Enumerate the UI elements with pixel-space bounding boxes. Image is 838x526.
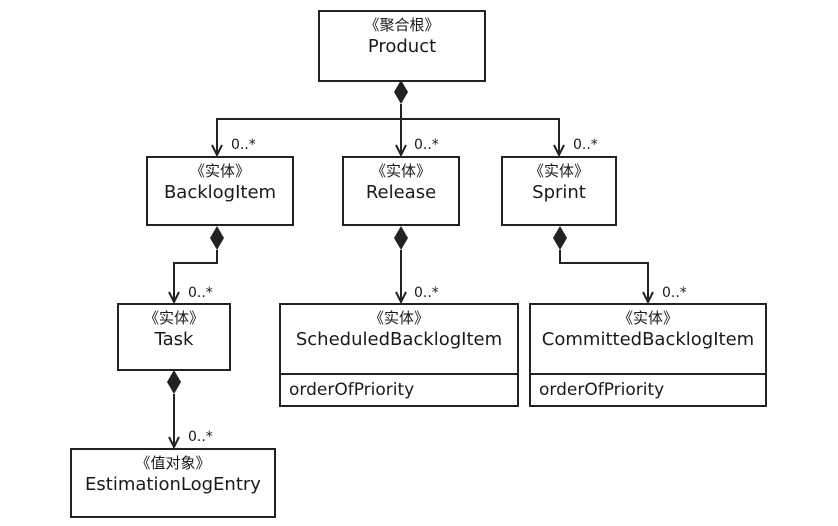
release-class: 《实体》 Release — [342, 156, 460, 226]
stereotype-label: 《实体》 — [370, 162, 431, 180]
release-scheduled-composition — [394, 226, 408, 302]
product-composition — [217, 80, 559, 155]
stereotype-label: 《值对象》 — [135, 454, 211, 472]
sprint-class: 《实体》 Sprint — [501, 156, 617, 226]
attribute-compartment: orderOfPriority — [531, 373, 765, 405]
composition-diamond — [394, 226, 408, 250]
task-class: 《实体》 Task — [117, 303, 231, 371]
stereotype-label: 《实体》 — [528, 162, 589, 180]
scheduledbacklogitem-class: 《实体》 ScheduledBacklogItem orderOfPriorit… — [279, 303, 519, 407]
attribute-order-of-priority: orderOfPriority — [289, 380, 415, 400]
attribute-compartment: orderOfPriority — [281, 373, 517, 405]
multiplicity-label: 0..* — [188, 285, 213, 301]
attribute-order-of-priority: orderOfPriority — [539, 380, 665, 400]
backlogitem-class: 《实体》 BacklogItem — [146, 156, 294, 226]
multiplicity-label: 0..* — [573, 137, 598, 153]
composition-diamond — [210, 226, 224, 250]
stereotype-label: 《实体》 — [617, 309, 678, 327]
composition-diamond — [167, 370, 181, 394]
stereotype-label: 《实体》 — [189, 162, 250, 180]
product-class: 《聚合根》 Product — [318, 10, 486, 82]
class-name: ScheduledBacklogItem — [295, 329, 503, 350]
composition-diamond — [553, 226, 567, 250]
task-estimation-composition — [167, 370, 181, 447]
backlogitem-task-composition — [174, 226, 224, 302]
stereotype-label: 《实体》 — [368, 309, 429, 327]
class-name: EstimationLogEntry — [85, 474, 261, 495]
stereotype-label: 《实体》 — [143, 309, 204, 327]
multiplicity-label: 0..* — [188, 429, 213, 445]
composition-diamond — [394, 80, 408, 104]
committedbacklogitem-class: 《实体》 CommittedBacklogItem orderOfPriorit… — [529, 303, 767, 407]
multiplicity-label: 0..* — [414, 285, 439, 301]
class-name: Release — [365, 182, 437, 203]
estimationlogentry-class: 《值对象》 EstimationLogEntry — [70, 448, 276, 518]
class-name: Task — [154, 329, 194, 350]
sprint-committed-composition — [553, 226, 648, 302]
multiplicity-label: 0..* — [662, 285, 687, 301]
multiplicity-label: 0..* — [231, 137, 256, 153]
class-name: Product — [367, 36, 437, 57]
multiplicity-label: 0..* — [414, 137, 439, 153]
stereotype-label: 《聚合根》 — [364, 16, 440, 34]
class-name: BacklogItem — [163, 182, 277, 203]
class-name: Sprint — [532, 182, 586, 203]
class-name: CommittedBacklogItem — [541, 329, 755, 350]
